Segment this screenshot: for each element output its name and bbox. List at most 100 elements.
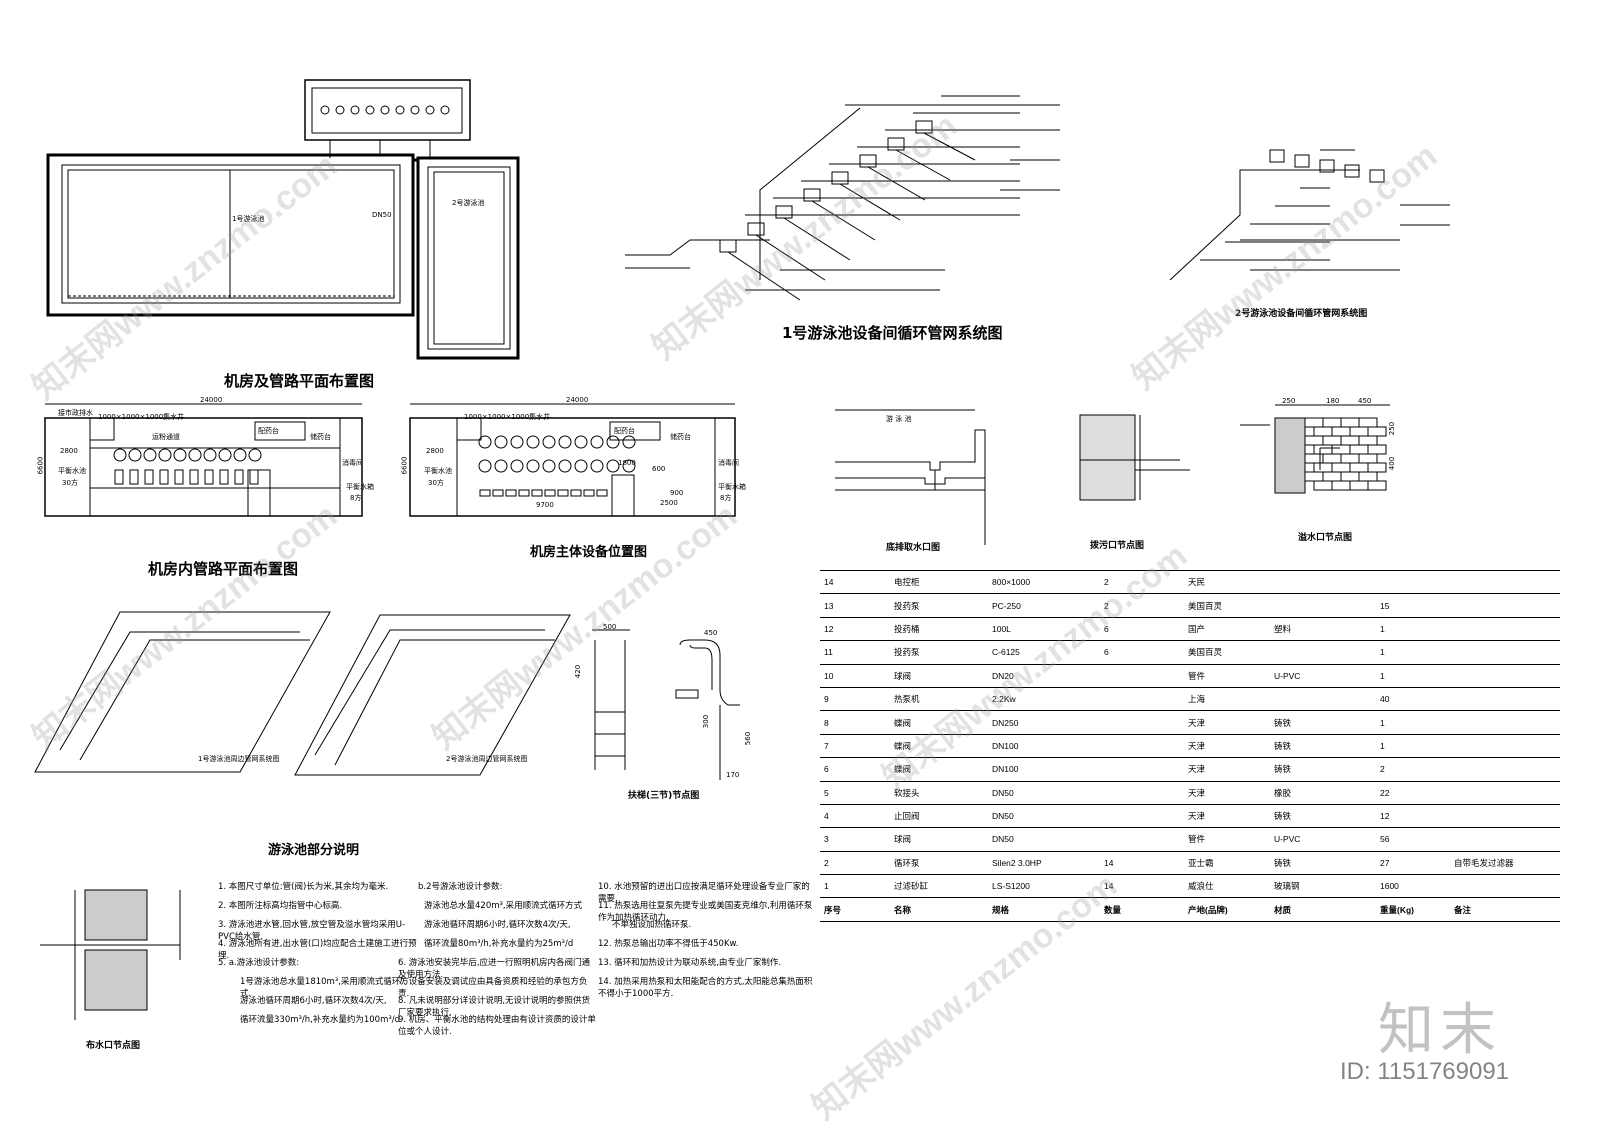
equip-dim-a: 1800 xyxy=(618,459,636,467)
bom-cell xyxy=(1450,593,1560,618)
inside-bench-b: 储药台 xyxy=(310,433,331,441)
equipment-symbol xyxy=(1322,453,1342,464)
ladder-h3: 560 xyxy=(744,731,753,746)
bom-cell: 止回阀 xyxy=(890,803,988,829)
bom-cell xyxy=(1450,827,1560,852)
bom-cell: 美国百灵 xyxy=(1184,640,1270,665)
equipment-symbol xyxy=(1294,154,1310,168)
equipment-symbol xyxy=(1313,426,1333,437)
bom-cell: 1600 xyxy=(1376,874,1450,899)
equipment-symbol xyxy=(1322,471,1342,482)
equipment-symbol xyxy=(204,469,214,485)
bom-cell: DN50 xyxy=(988,803,1100,829)
equipment-symbol xyxy=(510,435,524,449)
note-line: 1. 本图尺寸单位:管(阀)长为米,其余均为毫米. xyxy=(218,882,389,892)
bom-cell: C-6125 xyxy=(988,640,1100,665)
bom-cell: 重量(Kg) xyxy=(1376,897,1450,922)
bom-cell: LS-S1200 xyxy=(988,874,1100,899)
inside-bench-a: 配药台 xyxy=(258,427,279,435)
bom-cell: 天津 xyxy=(1184,803,1270,829)
equipment-symbol xyxy=(622,459,636,473)
equipment-symbol xyxy=(1331,426,1351,437)
equipment-symbol xyxy=(248,448,262,462)
bom-cell: 序号 xyxy=(820,897,890,922)
bom-cell xyxy=(1450,710,1560,735)
equipment-symbol xyxy=(173,448,187,462)
ladder-h2: 300 xyxy=(702,714,711,729)
pool2-net-title: 2号游泳池周边管网系统图 xyxy=(446,755,528,763)
overflow-node-title: 溢水口节点图 xyxy=(1298,533,1353,543)
equip-pit-label: 1000×1000×1000集水井 xyxy=(464,413,551,421)
bom-cell: 11 xyxy=(820,640,890,665)
equipment-symbol xyxy=(410,105,420,115)
machine-room-plan xyxy=(46,79,520,360)
equipment-symbol xyxy=(583,489,595,497)
bom-cell: DN50 xyxy=(988,780,1100,805)
equip-tank-cap: 8方 xyxy=(720,494,732,502)
equipment-symbol xyxy=(574,435,588,449)
note-line: 4. 游泳池所有进,出水管(口)均应配合土建施工进行预埋. xyxy=(218,939,417,961)
bom-cell xyxy=(1450,686,1560,712)
equipment-symbol xyxy=(505,489,517,497)
pipe-line xyxy=(783,217,851,261)
bom-cell: 1 xyxy=(1376,663,1450,688)
equipment-symbol xyxy=(219,469,229,485)
equipment-symbol xyxy=(188,448,202,462)
note-line: 5. a.游泳池设计参数: xyxy=(218,958,300,968)
bom-cell: U-PVC xyxy=(1270,663,1376,688)
equipment-symbol xyxy=(114,469,124,485)
dn-label: DN50 xyxy=(372,211,392,219)
bom-cell: 威浪仕 xyxy=(1184,874,1270,899)
equipment-symbol xyxy=(380,105,390,115)
inside-drain-note: 接市政排水 xyxy=(58,409,93,417)
ladder-node xyxy=(592,629,740,780)
equipment-symbol xyxy=(1331,444,1351,455)
note-line: 游泳池循环周期6小时,循环次数4次/天, xyxy=(240,996,387,1006)
drain-node xyxy=(1079,414,1190,501)
equipment-symbol xyxy=(518,489,530,497)
equipment-symbol xyxy=(1340,453,1360,464)
bom-cell xyxy=(1450,640,1560,665)
equipment-symbol xyxy=(478,459,492,473)
ladder-node-title: 扶梯(三节)节点图 xyxy=(628,791,700,801)
bom-cell: 15 xyxy=(1376,593,1450,618)
pipe-line xyxy=(895,149,951,181)
equipment-symbol xyxy=(174,469,184,485)
bom-cell xyxy=(1376,569,1450,595)
equipment-symbol xyxy=(1367,480,1387,491)
note-line: 游泳池总水量420m³,采用顺流式循环方式 xyxy=(424,901,583,911)
bom-cell: 2 xyxy=(1100,569,1184,595)
equipment-position-plan xyxy=(409,403,736,517)
equip-balance-tank: 平衡水池 xyxy=(424,467,452,475)
equipment-symbol xyxy=(1319,159,1335,173)
pool-text-label: 游 泳 池 xyxy=(886,415,912,423)
note-line: 10. 水池预留的进出口应按满足循环处理设备专业厂家的需要. xyxy=(598,882,810,904)
bom-cell: 14 xyxy=(1100,850,1184,876)
notes-col1: 1. 本图尺寸单位:管(阀)长为米,其余均为毫米. 2. 本图所注标高均指管中心… xyxy=(218,880,418,1032)
pool1-perimeter-net xyxy=(34,611,331,773)
equipment-symbol xyxy=(590,435,604,449)
bom-cell: 橡胶 xyxy=(1270,780,1376,805)
equipment-symbol xyxy=(1340,435,1360,446)
equipment-symbol xyxy=(542,435,556,449)
bom-cell: 2 xyxy=(1376,757,1450,782)
equipment-symbol xyxy=(1358,417,1378,428)
bom-cell: 产地(品牌) xyxy=(1184,897,1270,922)
bom-cell: 12 xyxy=(1376,803,1450,829)
pipe-line xyxy=(867,166,926,201)
bom-cell xyxy=(1270,640,1376,665)
equipment-symbol xyxy=(1340,417,1360,428)
inside-dim-total: 24000 xyxy=(200,396,223,404)
bom-cell: 国产 xyxy=(1184,616,1270,642)
equipment-symbol xyxy=(1304,471,1324,482)
bom-cell: 4 xyxy=(820,803,890,829)
bom-cell: 6 xyxy=(1100,640,1184,665)
bom-cell xyxy=(1450,663,1560,688)
equipment-symbol xyxy=(494,459,508,473)
